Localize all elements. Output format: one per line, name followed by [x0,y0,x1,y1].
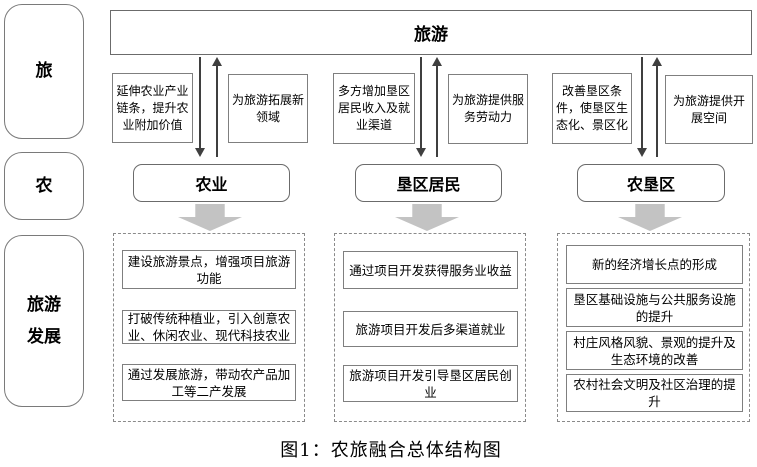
side-label-tourism-text: 旅 [35,61,53,82]
top-box-tourism: 旅游 [110,10,752,55]
outcome-box: 旅游项目开发引导垦区居民创业 [343,365,518,402]
outcome-box: 打破传统种植业，引入创意农业、休闲农业、现代科技农业 [122,310,296,344]
up-arrow-line-col1 [216,66,218,157]
outcome-box: 垦区基础设施与公共服务设施的提升 [566,288,743,327]
block-arrow-down-icon [395,204,459,231]
outcome-box: 新的经济增长点的形成 [566,245,743,284]
up-arrow-line-col3 [656,66,658,157]
block-arrow-down-icon [618,204,682,231]
note-agriculture-to-tourism: 为旅游拓展新领域 [228,74,308,143]
note-tourism-to-agriculture: 延伸农业产业链条，提升农业附加价值 [112,73,193,143]
top-box-tourism-label: 旅游 [414,25,448,45]
outcome-box: 通过项目开发获得服务业收益 [343,251,518,289]
side-label-development-line2: 发展 [27,327,61,347]
up-arrow-head-icon [432,57,442,66]
up-arrow-line-col2 [436,66,438,157]
figure-caption: 图1：农旅融合总体结构图 [280,440,502,461]
main-box-residents: 垦区居民 [355,164,502,202]
note-tourism-to-reclamation: 改善垦区条件，使垦区生态化、景区化 [552,73,632,144]
down-arrow-line-col3 [641,57,643,149]
main-box-agriculture-label: 农业 [195,175,228,194]
main-box-reclamation-label: 农垦区 [626,175,675,194]
side-label-agriculture: 农 [4,152,84,220]
up-arrow-head-icon [652,57,662,66]
side-label-agriculture-text: 农 [35,175,53,196]
down-arrow-line-col2 [420,57,422,149]
outcome-box: 农村社会文明及社区治理的提升 [566,374,743,412]
outcome-box: 村庄风格风貌、景观的提升及生态环境的改善 [566,331,743,370]
main-box-agriculture: 农业 [133,164,290,202]
outcome-box: 旅游项目开发后多渠道就业 [343,311,518,347]
down-arrow-head-icon [416,148,426,157]
outcome-box: 建设旅游景点，增强项目旅游功能 [122,250,296,289]
side-label-tourism-development: 旅游 发展 [4,235,84,407]
down-arrow-head-icon [637,148,647,157]
side-label-tourism: 旅 [4,4,84,139]
down-arrow-head-icon [195,148,205,157]
note-tourism-to-residents: 多方增加垦区居民收入及就业渠道 [333,73,415,144]
block-arrow-down-icon [178,204,242,231]
note-residents-to-tourism: 为旅游提供服务劳动力 [448,74,528,144]
up-arrow-head-icon [212,57,222,66]
main-box-reclamation: 农垦区 [577,164,725,202]
main-box-residents-label: 垦区居民 [396,175,461,194]
outcome-box: 通过发展旅游，带动农产品加工等二产发展 [122,364,296,401]
note-reclamation-to-tourism: 为旅游提供开展空间 [665,75,753,144]
down-arrow-line-col1 [199,57,201,149]
side-label-development-line1: 旅游 [27,294,61,315]
